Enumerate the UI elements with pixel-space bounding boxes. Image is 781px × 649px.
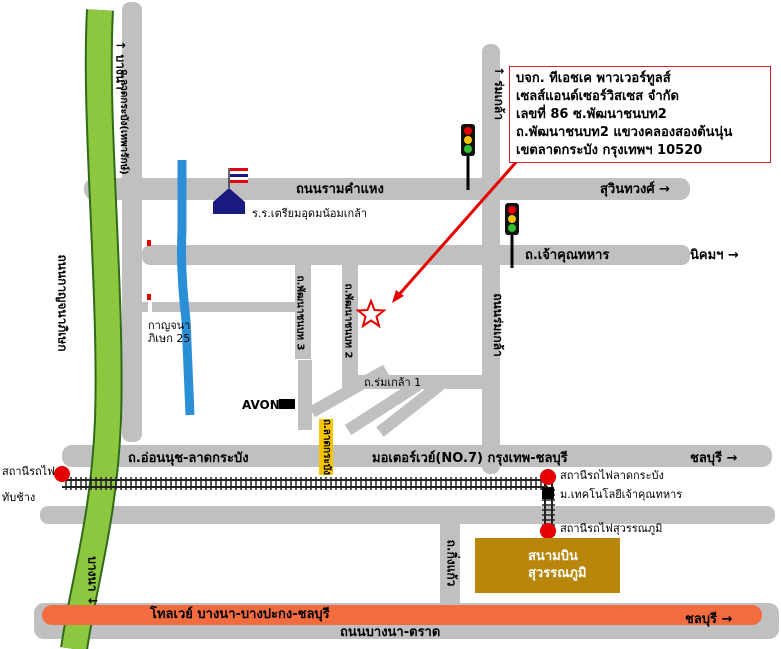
pointer-arrowhead <box>392 290 404 303</box>
label-chonburi-text: ชลบุรี <box>690 451 723 466</box>
airport-label-line: สนามบิน <box>528 549 578 564</box>
road-motorway <box>62 445 772 467</box>
arrow-right-icon: → <box>727 248 739 263</box>
label-phatthana-2: ถ.พัฒนาชนบท 2 <box>342 283 354 359</box>
road-chao-khun-thahan <box>142 245 690 265</box>
road-lat-krabang-left <box>122 2 142 442</box>
address-line: ถ.พัฒนาชนบท2 แขวงคลองสองต้นนุ่น <box>516 125 733 140</box>
label-avon: AVON <box>242 398 280 412</box>
label-rom-klao-road: ถนนร่มเกล้า <box>490 293 505 357</box>
school-icon <box>213 168 248 214</box>
label-lat-krabang-vertical: ถ.ลาดกระบัง <box>319 418 334 476</box>
arrow-right-icon: → <box>659 182 671 197</box>
station-lat-krabang-marker <box>540 469 556 485</box>
green-road <box>62 9 121 649</box>
label-green-road: ถนนกาญจนาภิเษก <box>55 254 70 352</box>
road-connector <box>298 360 312 430</box>
label-chonburi-text: ชลบุรี <box>685 612 718 627</box>
address-box: บจก. ทีเอชเค พาวเวอร์ทูลส์ เซลส์แอนด์เซอ… <box>509 66 771 163</box>
road-phatthana-2 <box>342 263 358 391</box>
address-line: เขตลาดกระบัง กรุงเทพฯ 10520 <box>516 143 703 158</box>
red-mark-1 <box>147 240 151 246</box>
airport-label: สนามบิน สุวรรณภูมิ <box>528 548 586 582</box>
label-nikom: นิคมฯ → <box>690 248 739 263</box>
road-king-kaew <box>440 515 460 610</box>
label-phatthana-3: ถ.พัฒนาชนบท 3 <box>294 275 306 351</box>
label-tollway: โทลเวย์ บางนา-บางปะกง-ชลบุรี <box>150 607 330 622</box>
road-phatthana-3 <box>295 263 311 359</box>
road-diagonal-1 <box>309 364 389 418</box>
road-rom-klao <box>482 44 500 474</box>
address-line: เซลส์แอนด์เซอร์วิสเซส จำกัด <box>516 89 679 104</box>
label-ramkhamhaeng: ถนนรามคำแหง <box>296 182 384 197</box>
arrow-up-icon: ↑ <box>492 65 507 77</box>
label-station-lat-krabang: สถานีรถไฟลาดกระบัง <box>560 469 664 482</box>
label-lat-krabang-left: ถ.ลาดกระบัง(เทพารักษ์) <box>117 69 129 175</box>
label-on-nut: ถ.อ่อนนุช-ลาดกระบัง <box>128 451 249 466</box>
road-on-nut-lower <box>40 506 775 524</box>
label-green-bottom-text: บางนา <box>85 556 100 592</box>
label-chonburi-tollway: ชลบุรี → <box>685 612 732 627</box>
label-bangna-trat: ถนนบางนา-ตราด <box>340 625 441 640</box>
road-gap <box>148 302 152 312</box>
label-suwinthawong: สุวินทวงศ์ → <box>600 182 670 197</box>
label-kmitl: ม.เทคโนโลยีเจ้าคุณทหาร <box>560 488 683 501</box>
label-king-kaew: ถ.กิ่งแก้ว <box>444 539 459 587</box>
traffic-light-icon <box>461 124 475 190</box>
label-station-left: สถานีรถไฟ <box>2 465 55 478</box>
address-line: เลขที่ 86 ซ.พัฒนาชนบท2 <box>516 107 667 122</box>
avon-marker <box>279 399 295 409</box>
road-rom-klao-1 <box>350 375 484 389</box>
arrow-right-icon: → <box>721 612 733 627</box>
arrow-up-icon: ↑ <box>113 40 128 51</box>
label-rom-klao-1: ถ.ร่มเกล้า 1 <box>364 376 422 389</box>
airport-label-line: สุวรรณภูมิ <box>528 566 587 581</box>
label-station-left-2: ทับช้าง <box>2 491 36 504</box>
road-diagonal-2 <box>344 379 422 436</box>
canal <box>177 160 195 416</box>
traffic-light-icon <box>505 203 519 268</box>
label-kanchana-25: ภิเษก 25 <box>148 332 191 345</box>
kmitl-marker <box>542 487 554 499</box>
arrow-right-icon: → <box>726 451 738 466</box>
station-left-marker <box>54 466 70 482</box>
diagonal-roads <box>309 364 444 437</box>
label-school: ร.ร.เตรียมอุดมน้อมเกล้า <box>252 207 368 220</box>
railway <box>62 477 555 536</box>
label-chao-khun-thahan: ถ.เจ้าคุณทหาร <box>525 248 610 263</box>
label-green-bottom: บางนา ↓ <box>86 556 100 605</box>
road-diagonal-3 <box>376 380 444 437</box>
label-kanchana: กาญจนา <box>148 319 191 332</box>
red-mark-2 <box>147 294 151 300</box>
road-network <box>34 2 779 639</box>
arrow-down-icon: ↓ <box>85 595 100 606</box>
tollway <box>42 605 762 625</box>
road-soi-kanchana <box>142 302 295 312</box>
station-suvarnabhumi-marker <box>540 523 556 539</box>
airport-box: สนามบิน สุวรรณภูมิ <box>475 538 620 593</box>
label-motorway: มอเตอร์เวย์(NO.7) กรุงเทพ-ชลบุรี <box>372 451 568 466</box>
label-nikom-text: นิคมฯ <box>690 248 724 263</box>
location-star-icon <box>355 298 387 329</box>
label-suwinthawong-text: สุวินทวงศ์ <box>600 182 655 197</box>
address-line: บจก. ทีเอชเค พาวเวอร์ทูลส์ <box>516 71 671 86</box>
label-rom-klao-top: ↑ ร่มเกล้า <box>492 66 506 120</box>
label-rom-klao-top-text: ร่มเกล้า <box>492 80 507 121</box>
pointer-line <box>394 159 520 299</box>
label-station-suvarnabhumi: สถานีรถไฟสุวรรณภูมิ <box>560 522 663 535</box>
label-chonburi-motorway: ชลบุรี → <box>690 451 737 466</box>
